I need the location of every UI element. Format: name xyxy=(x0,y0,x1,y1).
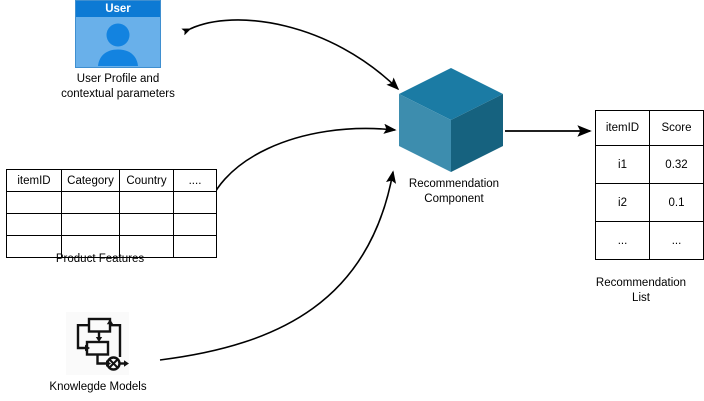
block-diagram-icon xyxy=(76,317,129,371)
table-row: i1 0.32 xyxy=(595,145,704,184)
cell: ... xyxy=(595,221,650,260)
recommendation-list-caption: Recommendation List xyxy=(595,277,687,304)
cell xyxy=(6,191,62,214)
cell xyxy=(119,213,174,236)
user-profile-card[interactable]: User xyxy=(75,0,161,68)
cell: i2 xyxy=(595,183,650,222)
table-row: i2 0.1 xyxy=(595,183,704,222)
column-header-more: .... xyxy=(173,169,217,192)
user-avatar-icon xyxy=(98,23,138,66)
column-header-itemid: itemID xyxy=(6,169,62,192)
connector-user-to-component xyxy=(181,19,400,91)
product-features-caption: Product Features xyxy=(55,253,145,265)
table-row xyxy=(6,191,217,214)
user-profile-caption: User Profile and contextual parameters xyxy=(61,73,175,100)
cell xyxy=(173,191,217,214)
column-header-itemid: itemID xyxy=(595,110,650,146)
cell: 0.1 xyxy=(649,183,704,222)
column-header-category: Category xyxy=(61,169,120,192)
table-header-row: itemID Category Country .... xyxy=(6,169,217,192)
cell xyxy=(61,235,120,258)
cell xyxy=(119,191,174,214)
recommendation-component-caption: Recommendation Component xyxy=(408,178,500,205)
cell: 0.32 xyxy=(649,145,704,184)
user-card-body xyxy=(76,17,160,67)
cell xyxy=(61,213,120,236)
recommendation-component-cube[interactable] xyxy=(396,66,506,176)
table-row: ... ... xyxy=(595,221,704,260)
cube-face-left xyxy=(399,94,451,172)
cell xyxy=(61,191,120,214)
table-header-row: itemID Score xyxy=(595,110,704,146)
cell xyxy=(6,213,62,236)
column-header-score: Score xyxy=(649,110,704,146)
knowlegde-models-caption: Knowlegde Models xyxy=(49,381,147,393)
cell: i1 xyxy=(595,145,650,184)
cell: ... xyxy=(649,221,704,260)
cube-face-right xyxy=(451,94,503,172)
knowlegde-models-icon xyxy=(66,312,129,375)
table-row xyxy=(6,213,217,236)
cell xyxy=(173,235,217,258)
connector-product-to-component xyxy=(198,123,397,228)
user-card-title: User xyxy=(76,1,160,17)
recommendation-list-table: itemID Score i1 0.32 i2 0.1 ... ... xyxy=(595,110,704,260)
table-row xyxy=(6,235,217,258)
cell xyxy=(6,235,62,258)
column-header-country: Country xyxy=(119,169,174,192)
product-features-table: itemID Category Country .... xyxy=(6,169,217,258)
cell xyxy=(173,213,217,236)
